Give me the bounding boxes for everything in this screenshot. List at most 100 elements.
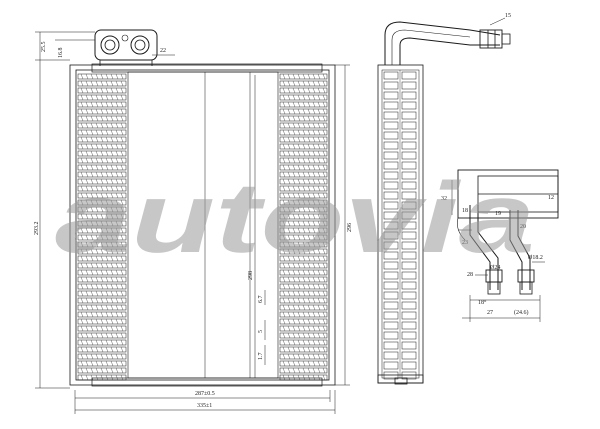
fin-hatch [95, 164, 99, 171]
fin-hatch [312, 164, 316, 171]
side-cell [383, 351, 399, 360]
fin-hatch [282, 353, 286, 360]
fin-hatch [95, 185, 99, 192]
fin-row [77, 318, 127, 325]
fin-hatch [80, 178, 84, 185]
fin-hatch [85, 122, 89, 129]
detail-dimension-lines [451, 180, 545, 322]
fin-hatch [297, 346, 301, 353]
side-cell [401, 231, 417, 240]
fin-hatch [85, 192, 89, 199]
fin-hatch [302, 241, 306, 248]
fin-hatch [115, 87, 119, 94]
fin-hatch [287, 248, 291, 255]
fin-hatch [95, 311, 99, 318]
fin-hatch [322, 73, 326, 80]
fin-hatch [307, 241, 311, 248]
side-cell [383, 151, 399, 160]
fin-hatch [120, 353, 124, 360]
fin-hatch [322, 136, 326, 143]
fin-hatch [105, 374, 109, 381]
fin-hatch [322, 332, 326, 339]
fin-hatch [115, 80, 119, 87]
fin-hatch [80, 269, 84, 276]
fin-hatch [80, 115, 84, 122]
fin-hatch [282, 185, 286, 192]
fin-hatch [105, 311, 109, 318]
fin-hatch [302, 311, 306, 318]
fin-hatch [307, 346, 311, 353]
fin-hatch [317, 136, 321, 143]
fin-hatch [307, 234, 311, 241]
fin-hatch [322, 367, 326, 374]
fin-hatch [287, 101, 291, 108]
fin-hatch [100, 339, 104, 346]
fin-hatch [302, 332, 306, 339]
fin-hatch [90, 248, 94, 255]
fin-hatch [120, 346, 124, 353]
fin-hatch [100, 332, 104, 339]
fin-hatch [105, 276, 109, 283]
fin-hatch [80, 360, 84, 367]
dim-detail-offset: 18 [462, 208, 468, 214]
fin-hatch [110, 241, 114, 248]
fin-row [77, 213, 127, 220]
side-cell [401, 361, 417, 370]
fin-hatch [95, 353, 99, 360]
fin-hatch [292, 290, 296, 297]
fin-hatch [322, 290, 326, 297]
fin-hatch [80, 311, 84, 318]
fin-row [279, 157, 328, 164]
side-cell [401, 301, 417, 310]
fin-hatch [110, 115, 114, 122]
fin-hatch [282, 80, 286, 87]
fin-row [77, 353, 127, 360]
fin-hatch [307, 360, 311, 367]
fin-hatch [85, 325, 89, 332]
fin-hatch [110, 255, 114, 262]
fin-hatch [302, 290, 306, 297]
fin-hatch [302, 115, 306, 122]
fin-hatch [297, 374, 301, 381]
fin-hatch [312, 262, 316, 269]
fin-hatch [297, 101, 301, 108]
fin-hatch [292, 241, 296, 248]
fin-hatch [85, 87, 89, 94]
fin-hatch [105, 255, 109, 262]
fin-hatch [292, 339, 296, 346]
fin-hatch [85, 234, 89, 241]
fin-hatch [90, 87, 94, 94]
fin-hatch [282, 227, 286, 234]
fin-hatch [105, 248, 109, 255]
fin-hatch [100, 73, 104, 80]
fin-hatch [297, 206, 301, 213]
fin-row [77, 150, 127, 157]
fin-hatch [85, 157, 89, 164]
fin-hatch [85, 136, 89, 143]
fin-hatch [105, 108, 109, 115]
fin-hatch [302, 325, 306, 332]
fin-hatch [307, 311, 311, 318]
fin-hatch [90, 115, 94, 122]
fin-hatch [292, 353, 296, 360]
fin-hatch [105, 115, 109, 122]
fin-hatch [90, 339, 94, 346]
fin-hatch [85, 248, 89, 255]
fin-hatch [292, 108, 296, 115]
dim-core-width: 287±0.5 [195, 391, 215, 397]
fin-hatch [95, 297, 99, 304]
fin-hatch [110, 325, 114, 332]
side-cell [383, 221, 399, 230]
fin-hatch [115, 157, 119, 164]
fin-row [77, 164, 127, 171]
fin-hatch [322, 213, 326, 220]
fin-hatch [80, 367, 84, 374]
fin-hatch [317, 101, 321, 108]
fin-hatch [317, 241, 321, 248]
fin-hatch [115, 241, 119, 248]
fin-hatch [95, 332, 99, 339]
fin-hatch [100, 353, 104, 360]
fin-hatch [120, 283, 124, 290]
dim-side-c: 1.7 [258, 353, 264, 361]
fin-hatch [100, 255, 104, 262]
